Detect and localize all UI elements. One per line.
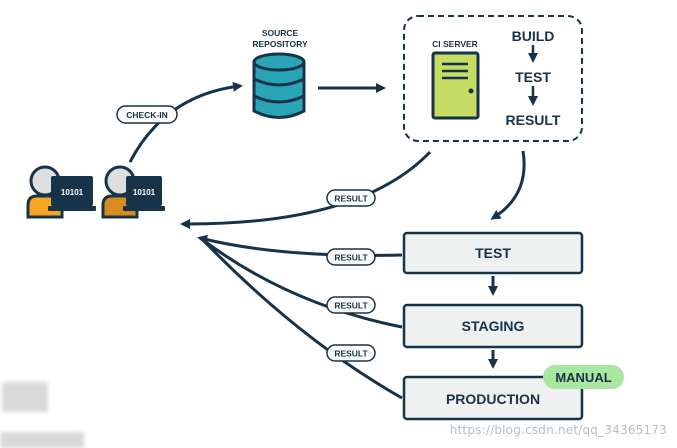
manual-badge: MANUAL <box>543 365 624 389</box>
blurred-artifact <box>0 432 84 448</box>
stage-staging: STAGING <box>402 303 584 349</box>
laptop-icon <box>51 176 93 206</box>
result-pill-production: RESULT <box>326 344 376 362</box>
ci-step-result: RESULT <box>506 112 561 128</box>
laptop-icon <box>126 176 162 206</box>
production-result-arrow <box>203 240 403 400</box>
svg-text:STAGING: STAGING <box>462 318 525 334</box>
watermark-text: https://blog.csdn.net/qq_34365173 <box>449 423 667 437</box>
result-pill-staging: RESULT <box>326 296 376 314</box>
svg-text:TEST: TEST <box>475 245 511 261</box>
staging-result-arrow <box>202 238 403 329</box>
svg-text:PRODUCTION: PRODUCTION <box>446 391 540 407</box>
developer-2: 10101 <box>101 165 165 219</box>
source-label-line1: SOURCE <box>262 28 299 38</box>
developer-1: 10101 <box>26 165 96 219</box>
ci-server-box <box>403 15 583 142</box>
ci-server-label: CI SERVER <box>432 39 478 49</box>
svg-text:CHECK-IN: CHECK-IN <box>126 110 168 120</box>
svg-text:RESULT: RESULT <box>334 301 368 311</box>
blurred-artifact <box>2 382 48 412</box>
checkin-arrow <box>128 81 243 163</box>
stage-test: TEST <box>402 231 584 275</box>
ci-step-build: BUILD <box>512 28 555 44</box>
svg-text:RESULT: RESULT <box>334 194 368 204</box>
database-icon <box>252 52 306 119</box>
ci-step-test: TEST <box>515 69 551 85</box>
stage-production: PRODUCTION <box>402 375 584 421</box>
ci-result-arrow <box>180 150 432 230</box>
laptop-code: 10101 <box>61 188 84 197</box>
svg-text:MANUAL: MANUAL <box>555 370 611 385</box>
laptop-code: 10101 <box>133 188 156 197</box>
result-pill-ci: RESULT <box>326 189 376 207</box>
checkin-pill: CHECK-IN <box>116 105 178 124</box>
ci-to-test-arrow <box>490 150 526 220</box>
server-icon <box>431 51 480 120</box>
svg-text:RESULT: RESULT <box>334 253 368 263</box>
result-pill-test: RESULT <box>326 248 376 266</box>
source-label-line2: REPOSITORY <box>252 39 308 49</box>
svg-text:RESULT: RESULT <box>334 349 368 359</box>
